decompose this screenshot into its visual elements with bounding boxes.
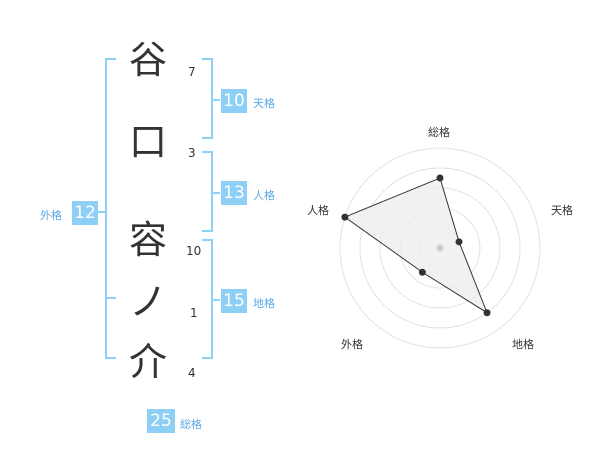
gaikaku-value: 12 bbox=[72, 201, 98, 225]
chikaku-label: 地格 bbox=[253, 297, 275, 310]
stroke-count-5: 4 bbox=[188, 366, 196, 380]
radar-center bbox=[436, 244, 444, 252]
tenkaku-value: 10 bbox=[221, 89, 247, 113]
radar-ring bbox=[359, 167, 521, 329]
radar-label-soukaku: 総格 bbox=[428, 126, 450, 139]
chikaku-value: 15 bbox=[221, 289, 247, 313]
radar-label-jinkaku: 人格 bbox=[307, 204, 329, 217]
tenkaku-label: 天格 bbox=[253, 97, 275, 110]
name-char-5: 介 bbox=[128, 340, 167, 384]
radar-point-4 bbox=[418, 268, 426, 276]
stroke-count-1: 7 bbox=[188, 65, 196, 79]
name-char-1: 谷 bbox=[128, 38, 167, 82]
radar-label-chikaku: 地格 bbox=[512, 338, 534, 351]
stroke-count-3: 10 bbox=[186, 244, 202, 258]
gaikaku-label: 外格 bbox=[40, 209, 62, 222]
radar-point-5 bbox=[341, 213, 349, 221]
stroke-count-2: 3 bbox=[188, 146, 196, 160]
name-char-2: 口 bbox=[128, 120, 167, 164]
radar-label-gaikaku: 外格 bbox=[341, 338, 363, 351]
radar-series-polygon bbox=[343, 177, 489, 314]
jinkaku-value: 13 bbox=[221, 181, 247, 205]
name-char-3: 容 bbox=[128, 218, 167, 262]
soukaku-value: 25 bbox=[147, 409, 175, 433]
radar-point-1 bbox=[436, 174, 444, 182]
radar-point-2 bbox=[455, 238, 463, 246]
stroke-count-4: 1 bbox=[190, 306, 198, 320]
radar-ring bbox=[339, 147, 541, 349]
soukaku-label: 総格 bbox=[180, 418, 202, 431]
name-char-4: ノ bbox=[128, 280, 167, 324]
jinkaku-label: 人格 bbox=[253, 189, 275, 202]
radar-label-tenkaku: 天格 bbox=[551, 204, 573, 217]
radar-point-3 bbox=[483, 309, 491, 317]
